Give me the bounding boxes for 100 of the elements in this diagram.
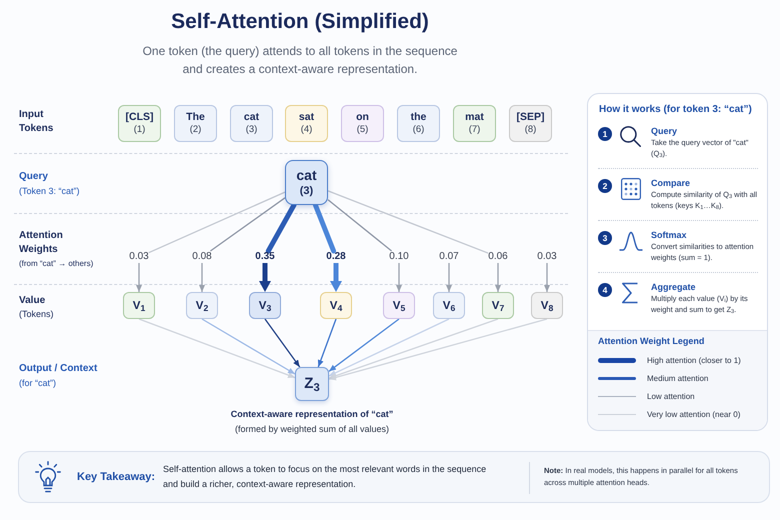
attention-weight: 0.28	[326, 251, 346, 263]
step-number: 1	[598, 127, 612, 141]
output-label: Z$_{3}$	[304, 375, 320, 393]
arrow	[446, 263, 452, 292]
token-box	[509, 105, 552, 142]
token-box	[118, 105, 161, 142]
arrow	[328, 318, 498, 379]
token-text: sat	[298, 111, 314, 124]
connector-line	[328, 190, 489, 254]
token-box	[453, 105, 496, 142]
token-text: [CLS]	[126, 111, 154, 124]
token-position: (3)	[246, 124, 258, 136]
row-sublabel: (for “cat”)	[19, 377, 56, 390]
attention-weight: 0.06	[488, 251, 508, 263]
token-box	[341, 105, 384, 142]
row-label: Attention Weights	[19, 229, 64, 257]
output-note: (formed by weighted sum of all values)	[234, 423, 390, 435]
token-position: (5)	[356, 124, 368, 136]
token-position: (7)	[468, 124, 480, 136]
value-box	[531, 292, 563, 319]
value-box	[249, 292, 281, 319]
attention-weight: 0.07	[439, 251, 459, 263]
output-description: Context-aware representation of “cat”	[230, 408, 394, 420]
legend-text: High attention (closer to 1)	[647, 355, 741, 366]
value-box	[433, 292, 465, 319]
arrow	[138, 318, 296, 378]
step-title: Query	[651, 125, 678, 137]
token-position: (4)	[300, 124, 312, 136]
step-title: Softmax	[651, 229, 687, 241]
token-text: on	[356, 111, 369, 124]
query-box	[285, 160, 328, 205]
attention-weight: 0.10	[389, 251, 409, 263]
arrow	[199, 263, 205, 292]
attention-weight: 0.08	[192, 251, 212, 263]
connector-line	[312, 202, 336, 254]
token-text: mat	[465, 111, 484, 124]
value-label: V$_{2}$	[196, 298, 208, 312]
row-sublabel: (from “cat” → others)	[19, 258, 94, 269]
connector-line	[148, 192, 286, 254]
row-label: Output / Context	[19, 362, 98, 376]
value-box	[383, 292, 415, 319]
output-box	[295, 367, 329, 401]
arrow	[330, 263, 342, 292]
row-label: Query	[19, 170, 48, 184]
legend-text: Very low attention (near 0)	[647, 409, 740, 420]
takeaway-heading: Key Takeaway:	[77, 470, 156, 484]
takeaway-box	[18, 451, 770, 503]
attention-weight: 0.03	[129, 251, 149, 263]
step-number: 4	[598, 283, 612, 297]
token-position: (8)	[524, 124, 536, 136]
token-box	[230, 105, 273, 142]
attention-weight: 0.35	[255, 251, 275, 263]
value-box	[482, 292, 514, 319]
token-position: (1)	[134, 124, 146, 136]
connector-line	[328, 199, 392, 252]
step-title: Aggregate	[651, 281, 696, 293]
value-label: V$_{1}$	[132, 298, 146, 312]
arrow	[202, 318, 296, 375]
row-sublabel: (Tokens)	[19, 308, 54, 321]
arrow	[328, 318, 450, 376]
value-label: V$_{8}$	[540, 298, 554, 312]
arrow	[136, 263, 142, 292]
value-box	[186, 292, 218, 319]
token-position: (6)	[412, 124, 424, 136]
token-position: (2)	[190, 124, 202, 136]
token-box	[285, 105, 328, 142]
arrow	[495, 263, 501, 292]
arrow	[264, 318, 300, 368]
token-box	[174, 105, 217, 142]
arrow	[328, 318, 548, 381]
row-label: Value	[19, 294, 46, 308]
arrow	[328, 318, 400, 372]
row-label: Input Tokens	[19, 108, 54, 136]
legend-text: Medium attention	[647, 373, 708, 384]
token-text: The	[186, 111, 205, 124]
step-title: Compare	[651, 177, 690, 189]
value-label: V$_{5}$	[392, 298, 406, 312]
token-text: cat	[244, 111, 260, 124]
token-box	[397, 105, 440, 142]
takeaway-text: Self-attention allows a token to focus on the most relevant words in the sequence and build a richer, context-aware representation.	[163, 463, 488, 491]
value-label: V$_{4}$	[330, 298, 342, 312]
arrow	[544, 263, 550, 292]
token-text: [SEP]	[516, 111, 544, 124]
value-box	[123, 292, 155, 319]
legend-title: Attention Weight Legend	[598, 335, 704, 347]
query-text: cat	[296, 167, 317, 184]
attention-weight: 0.03	[537, 251, 557, 263]
step-number: 2	[598, 179, 612, 193]
value-box	[320, 292, 352, 319]
value-label: V$_{3}$	[258, 298, 272, 312]
panel-heading: How it works (for token 3: “cat”)	[599, 103, 752, 116]
step-number: 3	[598, 231, 612, 245]
legend-text: Low attention	[647, 391, 695, 402]
value-label: V$_{6}$	[442, 298, 456, 312]
arrow	[260, 263, 270, 292]
row-sublabel: (Token 3: “cat”)	[19, 185, 80, 198]
token-text: the	[410, 111, 426, 124]
diagram-title: Self-Attention (Simplified)	[171, 9, 429, 35]
subtitle: One token (the query) attends to all tokens in the sequence and creates a context-aware representation.	[142, 43, 458, 78]
query-position: (3)	[300, 184, 314, 198]
